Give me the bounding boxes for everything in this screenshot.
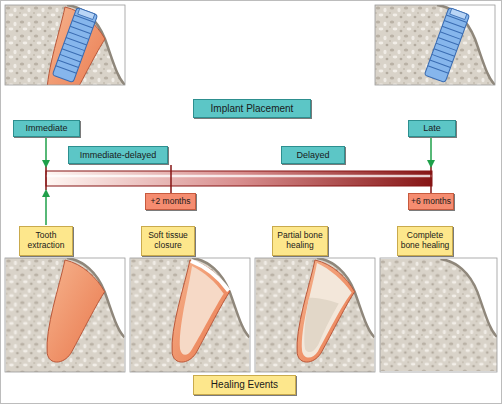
placement-phase-box: Immediate — [13, 120, 80, 137]
box-label: Implant Placement — [209, 103, 296, 115]
box-label: Delayed — [294, 150, 331, 160]
healing-panel-partial-bone — [255, 258, 375, 372]
placement-phase-box: Delayed — [281, 146, 345, 164]
box-label: Partial bone healing — [273, 231, 327, 251]
healing-panel-extraction — [5, 258, 125, 372]
box-label: Immediate-delayed — [78, 150, 159, 160]
box-label: Tooth extraction — [20, 231, 72, 251]
box-label: +6 months — [409, 197, 453, 207]
time-marker-box: +6 months — [408, 193, 454, 210]
pointer-arrows — [46, 138, 431, 225]
timeline-bar — [46, 165, 432, 193]
healing-event-box: Tooth extraction — [19, 226, 73, 256]
box-label: +2 months — [149, 197, 193, 207]
time-marker-box: +2 months — [145, 193, 196, 210]
box-label: Soft tissue closure — [142, 231, 194, 251]
box-label: Late — [421, 123, 443, 133]
healing-event-box: Partial bone healing — [272, 226, 328, 256]
section-heading: Healing Events — [193, 375, 296, 395]
box-label: Immediate — [23, 123, 69, 133]
section-heading: Implant Placement — [193, 99, 311, 118]
placement-phase-box: Late — [408, 120, 456, 137]
healing-event-box: Soft tissue closure — [141, 226, 195, 256]
healing-panel-complete-bone — [380, 258, 497, 372]
box-label: Healing Events — [209, 379, 280, 391]
placement-phase-box: Immediate-delayed — [68, 146, 168, 164]
healing-event-box: Complete bone healing — [397, 226, 453, 256]
late-implant-illustration — [375, 5, 495, 120]
immediate-implant-illustration — [5, 5, 125, 120]
healing-panel-soft-tissue — [130, 258, 250, 372]
box-label: Complete bone healing — [398, 231, 452, 251]
